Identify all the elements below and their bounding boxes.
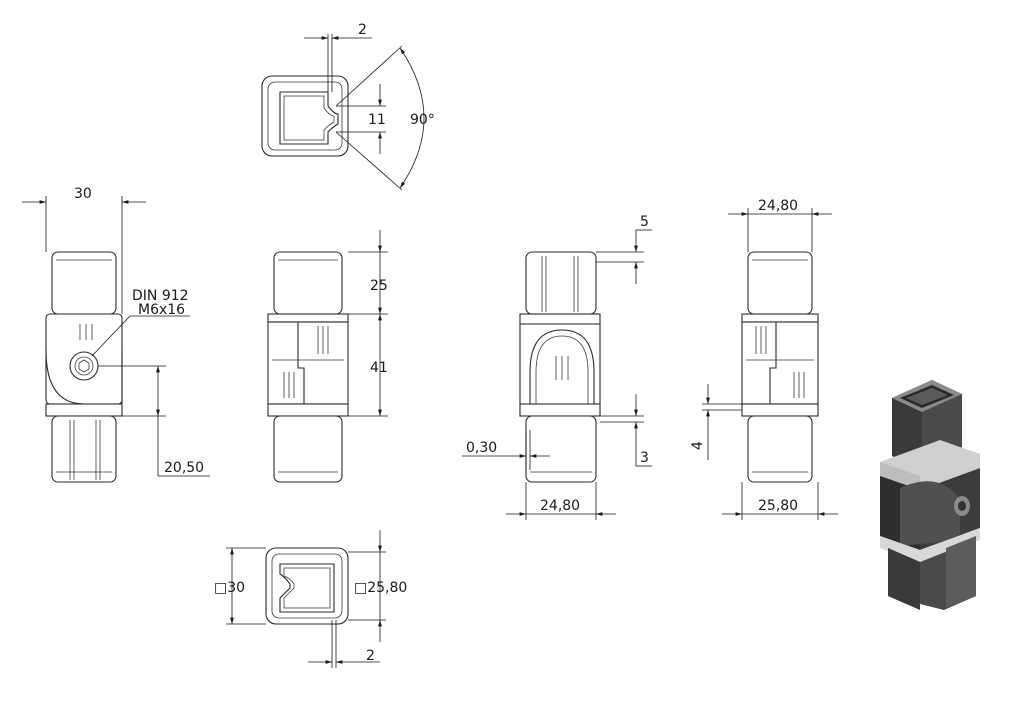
bolt-label-line2: M6x16: [138, 302, 185, 318]
dim-slot-width: 11: [368, 112, 386, 128]
bottom-section-view: □30 □25,80 2: [214, 530, 407, 668]
left-front-view: 30 DIN 912 M6x16 20,50: [22, 186, 210, 483]
dim-top-width-right: 24,80: [758, 198, 798, 214]
dim-top-length: 25: [370, 278, 388, 294]
dim-pivot-height: 20,50: [164, 460, 204, 476]
bolt-label-line1: DIN 912: [132, 288, 189, 304]
dim-square-inner: □25,80: [354, 580, 407, 596]
dim-inner-width: 24,80: [540, 498, 580, 514]
dim-angle: 90°: [410, 112, 435, 128]
dim-wall-top: 2: [358, 22, 367, 38]
arched-view: 5 3 0,30 24,80: [462, 214, 652, 520]
right-side-view: 24,80 25,80 4: [690, 198, 838, 520]
dim-gap: 0,30: [466, 440, 497, 456]
dim-square-outer: □30: [214, 580, 245, 596]
dim-step-top: 5: [640, 214, 649, 230]
dim-width-left: 30: [74, 186, 92, 202]
dim-flange: 4: [690, 441, 706, 450]
dim-mid-length: 41: [370, 360, 388, 376]
dim-wall-bottom: 2: [366, 648, 375, 664]
isometric-render: [880, 380, 980, 610]
top-section-view: 2 11 90°: [261, 22, 435, 191]
dim-step-bottom: 3: [640, 450, 649, 466]
dim-outer-width-right: 25,80: [758, 498, 798, 514]
center-side-view: 25 41: [267, 230, 388, 483]
